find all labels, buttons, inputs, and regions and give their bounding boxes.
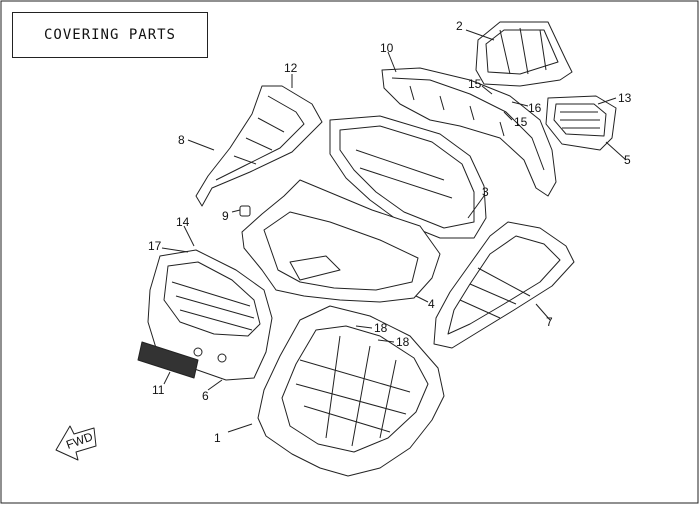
- part-11-name-plate: [137, 341, 199, 379]
- callout-7: 7: [546, 315, 553, 329]
- part-7-right-fender: [433, 221, 575, 349]
- part-9-nut: [239, 205, 251, 217]
- callout-18b: 18: [396, 335, 410, 349]
- fwd-arrow-icon: [55, 425, 97, 461]
- callout-11: 11: [152, 383, 165, 397]
- callout-15a: 15: [468, 77, 482, 91]
- part-1-front-hood: [257, 305, 445, 477]
- part-2-seat-cover: [475, 21, 573, 87]
- part-3-center-bracket: [329, 115, 487, 239]
- part-6-front-grille: [147, 249, 273, 381]
- part-10-rear-rail: [381, 67, 557, 197]
- callout-14: 14: [176, 215, 190, 229]
- title-box: COVERING PARTS: [12, 12, 208, 58]
- callout-4: 4: [428, 297, 435, 311]
- callout-18a: 18: [374, 321, 388, 335]
- diagram-title: COVERING PARTS: [43, 27, 176, 43]
- callout-6: 6: [202, 389, 209, 403]
- callout-12: 12: [284, 61, 298, 75]
- callout-labels: 1 2 3 4 5 6 7 8 9 10 11 12 13 14 15 15 1…: [64, 19, 631, 452]
- leader-lines: [161, 29, 627, 433]
- callout-2: 2: [456, 19, 463, 33]
- callout-16: 16: [528, 101, 542, 115]
- callout-10: 10: [380, 41, 394, 55]
- callout-17: 17: [148, 239, 162, 253]
- callout-9: 9: [222, 209, 229, 223]
- part-4-floor-tray: [241, 179, 441, 303]
- callout-1: 1: [214, 431, 221, 445]
- callout-13: 13: [618, 91, 632, 105]
- callout-8: 8: [178, 133, 185, 147]
- part-8-left-side-panel: [195, 85, 323, 207]
- callout-15b: 15: [514, 115, 528, 129]
- part-5-rear-cover: [545, 95, 617, 151]
- callout-5: 5: [624, 153, 631, 167]
- callout-3: 3: [482, 185, 489, 199]
